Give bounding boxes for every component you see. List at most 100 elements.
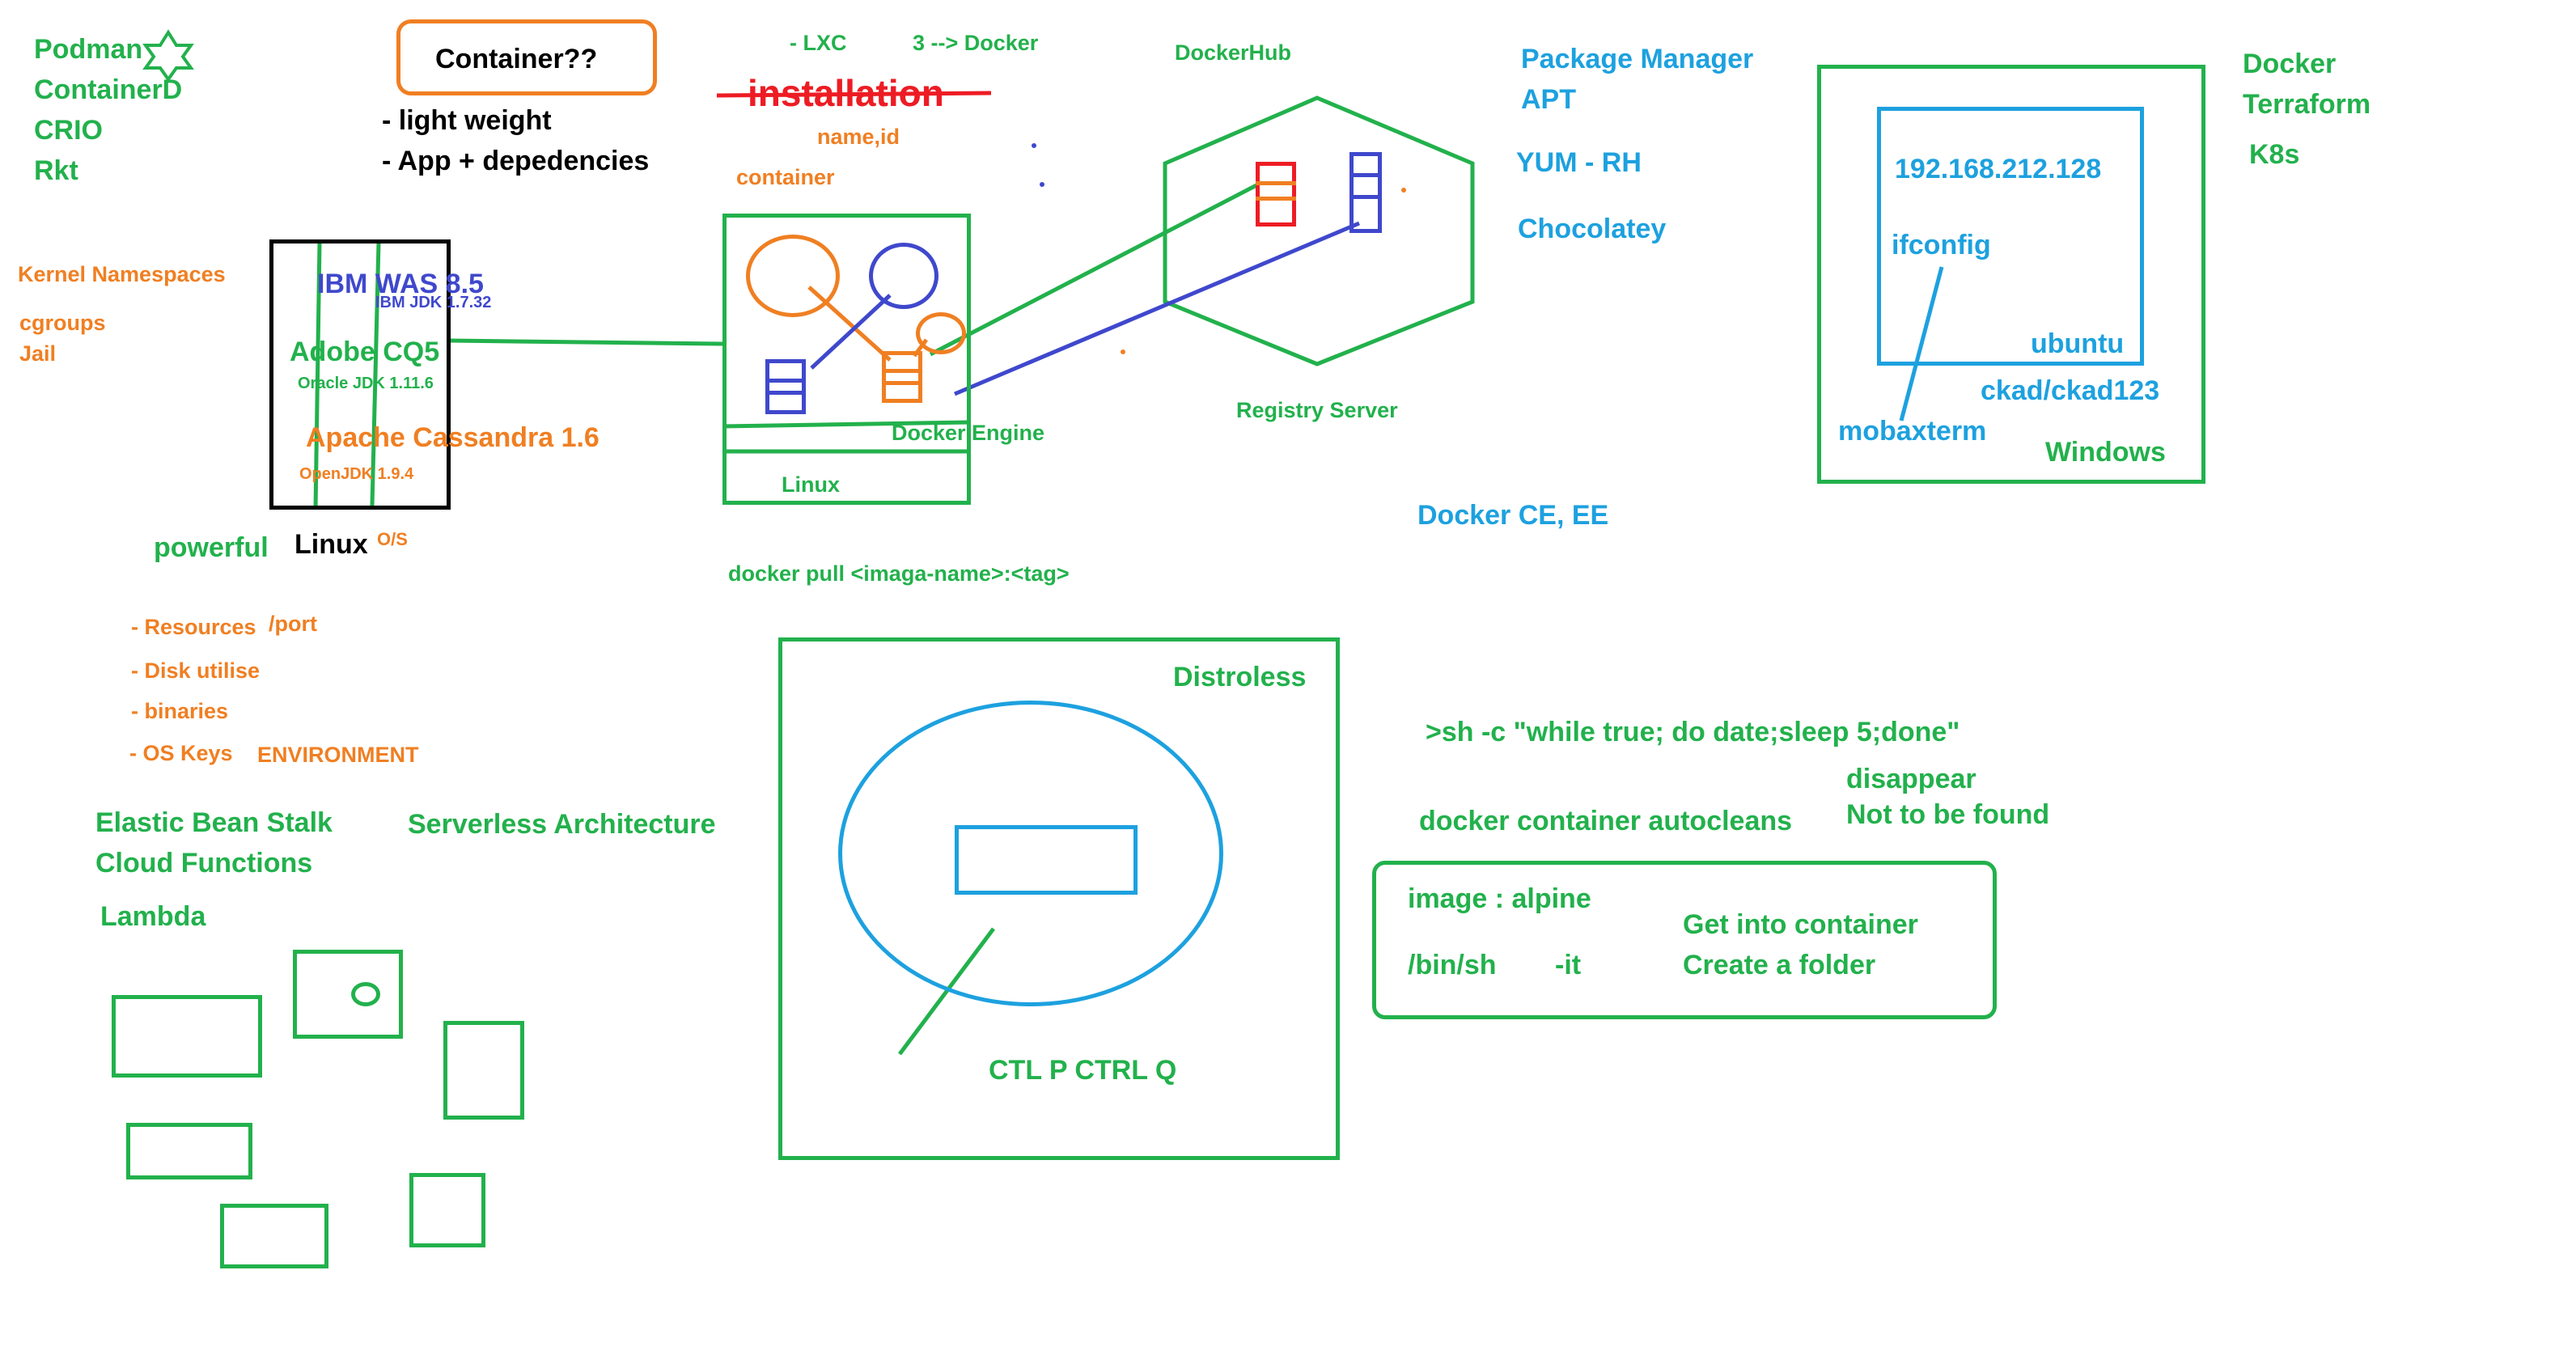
registry-server-label: Registry Server — [1236, 398, 1398, 422]
server-stripe-2 — [370, 242, 381, 506]
autocleans-label: docker container autocleans — [1419, 806, 1793, 836]
docker-engine-label: Docker Engine — [892, 421, 1045, 445]
dot — [1040, 182, 1044, 187]
resource-os-keys: - OS Keys — [129, 741, 233, 765]
runtime-podman: Podman — [34, 34, 143, 65]
alpine-box — [1372, 861, 1997, 1019]
cloud-functions: Cloud Functions — [95, 848, 313, 879]
mobaxterm-label: mobaxterm — [1838, 416, 1987, 447]
adobe-cq5-label: Adobe CQ5 — [290, 337, 440, 367]
dockerhub-hexagon — [1163, 95, 1475, 366]
alpine-it: -it — [1555, 950, 1582, 980]
name-id-label: name,id — [817, 125, 900, 149]
trait-app-dependencies: - App + depedencies — [382, 146, 650, 176]
tool-terraform: Terraform — [2243, 89, 2371, 120]
container-question: Container?? — [435, 44, 598, 74]
container-divider-1 — [722, 420, 972, 429]
package-manager-label: Package Manager — [1521, 44, 1754, 74]
disappear-label: disappear — [1846, 764, 1976, 794]
dot — [1401, 188, 1406, 193]
installation-strike — [716, 91, 992, 98]
oracle-jdk-label: Oracle JDK 1.11.6 — [298, 375, 434, 392]
runtime-containerd: ContainerD — [34, 74, 183, 105]
connector-container-to-registry-green — [929, 182, 1260, 357]
star-icon — [142, 29, 194, 83]
ibm-jdk-label: IBM JDK 1.7.32 — [375, 294, 492, 311]
connector-stack-to-container — [449, 338, 723, 346]
distroless-box — [778, 637, 1340, 1160]
ctl-label: CTL P CTRL Q — [989, 1055, 1177, 1086]
docker-ce-ee-label: Docker CE, EE — [1417, 500, 1609, 531]
registry-image-red-divider — [1256, 181, 1296, 201]
distroless-label: Distroless — [1173, 662, 1307, 692]
chocolatey-label: Chocolatey — [1518, 214, 1667, 244]
connector-container-to-registry-navy — [954, 221, 1360, 396]
navy-link — [810, 294, 892, 370]
registry-image-navy-divider — [1349, 173, 1382, 199]
distroless-ellipse — [838, 701, 1223, 1006]
trait-light-weight: - light weight — [382, 105, 552, 136]
create-folder: Create a folder — [1683, 950, 1876, 980]
windows-label: Windows — [2045, 437, 2166, 468]
resource-port: /port — [269, 612, 317, 636]
function-box — [126, 1123, 252, 1179]
function-box — [443, 1021, 524, 1120]
three-docker-label: 3 --> Docker — [913, 31, 1039, 55]
server-stripe-1 — [313, 242, 322, 510]
container-rect-navy-divider — [765, 379, 806, 395]
elastic-bean-stalk: Elastic Bean Stalk — [95, 807, 333, 838]
apt-label: APT — [1521, 84, 1576, 115]
distroless-app-rect — [955, 825, 1138, 895]
docker-pull-command: docker pull <imaga-name>:<tag> — [728, 561, 1070, 586]
serverless-architecture: Serverless Architecture — [408, 809, 716, 840]
linux-inner-label: Linux — [782, 472, 840, 497]
dot — [1032, 143, 1036, 148]
registry-image-red — [1256, 162, 1296, 227]
resource-resources: - Resources — [131, 615, 256, 639]
dot — [1121, 349, 1125, 354]
alpine-binsh: /bin/sh — [1408, 950, 1497, 980]
vm-ip: 192.168.212.128 — [1895, 154, 2102, 184]
kernel-cgroups: cgroups — [19, 311, 106, 335]
windows-host-box — [1817, 65, 2205, 484]
kernel-jail: Jail — [19, 341, 57, 366]
function-box — [112, 995, 262, 1078]
lxc-label: - LXC — [790, 31, 847, 55]
not-found-label: Not to be found — [1846, 799, 2050, 830]
alpine-image: image : alpine — [1408, 883, 1591, 914]
ifconfig-label: ifconfig — [1892, 230, 1991, 260]
function-dot — [351, 982, 380, 1006]
linux-os-label: Linux — [294, 529, 368, 560]
mobaxterm-pointer — [1899, 266, 1944, 421]
ubuntu-label: ubuntu — [2031, 328, 2125, 359]
openjdk-label: OpenJDK 1.9.4 — [299, 465, 414, 483]
credentials-label: ckad/ckad123 — [1981, 375, 2160, 406]
container-rect-orange — [882, 351, 922, 403]
cassandra-label: Apache Cassandra 1.6 — [306, 422, 600, 453]
app-circle-navy — [869, 243, 938, 309]
container-label: container — [736, 165, 835, 189]
container-rect-navy — [765, 359, 806, 414]
app-circle-orange — [746, 235, 840, 317]
get-into-container: Get into container — [1683, 909, 1918, 940]
sh-command: >sh -c "while true; do date;sleep 5;done… — [1426, 717, 1960, 747]
registry-image-navy — [1349, 152, 1382, 233]
runtime-crio: CRIO — [34, 115, 103, 146]
yum-label: YUM - RH — [1516, 147, 1642, 178]
resource-disk: - Disk utilise — [131, 658, 261, 683]
lambda-label: Lambda — [100, 901, 206, 932]
installation-label: installation — [748, 72, 944, 114]
app-circle-orange-small — [916, 312, 966, 354]
function-box — [220, 1204, 328, 1268]
function-box — [293, 950, 403, 1039]
resource-environment: ENVIRONMENT — [257, 743, 419, 767]
server-stack-box — [269, 239, 451, 510]
tool-docker: Docker — [2243, 49, 2337, 79]
function-box — [409, 1173, 485, 1247]
tool-k8s: K8s — [2249, 139, 2300, 170]
ubuntu-vm-box — [1877, 107, 2144, 366]
runtime-rkt: Rkt — [34, 155, 78, 186]
dockerhub-label: DockerHub — [1175, 40, 1292, 65]
os-label: O/S — [377, 529, 408, 549]
